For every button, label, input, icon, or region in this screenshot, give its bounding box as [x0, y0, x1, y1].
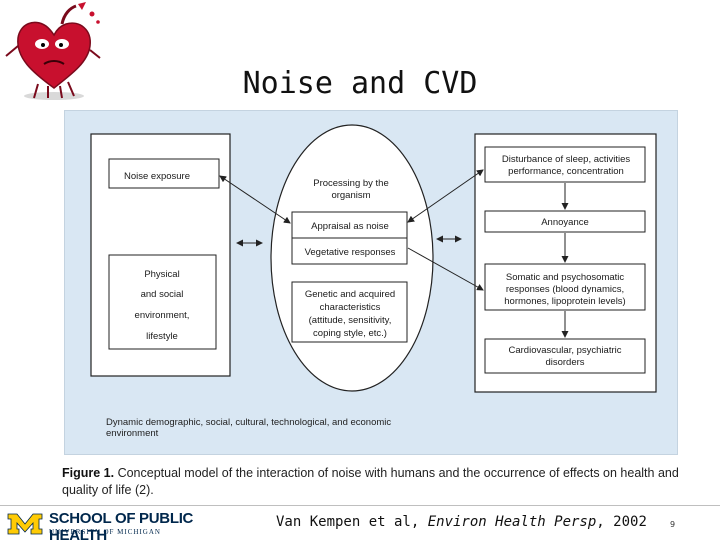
school-logo: SCHOOL OF PUBLIC HEALTH UNIVERSITY OF MI… — [7, 510, 247, 544]
footer-divider — [0, 505, 720, 506]
physical-line-3: environment, — [135, 310, 190, 321]
noise-exposure-label: Noise exposure — [124, 171, 190, 182]
figure-caption: Figure 1. Conceptual model of the intera… — [62, 465, 712, 499]
school-name: SCHOOL OF PUBLIC HEALTH — [49, 510, 194, 544]
processing-line-2: organism — [331, 190, 370, 201]
disturbance-line-2: performance, concentration — [508, 166, 624, 177]
arrow-appraisal-to-disturbance — [407, 169, 484, 223]
noise-exposure-box — [108, 158, 220, 189]
slide-number: 9 — [670, 520, 676, 529]
cardiovascular-box — [484, 338, 646, 374]
annoyance-box — [484, 210, 646, 233]
arrow-noise-to-appraisal — [219, 175, 291, 224]
block-m-icon — [7, 513, 43, 535]
vegetative-label: Vegetative responses — [305, 247, 396, 258]
appraisal-label: Appraisal as noise — [311, 221, 389, 232]
somatic-line-2: responses (blood dynamics, — [506, 284, 624, 295]
genetic-line-3: (attitude, sensitivity, — [309, 315, 392, 326]
school-subtitle: UNIVERSITY OF MICHIGAN — [49, 528, 161, 536]
physical-social-box — [108, 254, 217, 350]
genetic-line-4: coping style, etc.) — [313, 328, 387, 339]
somatic-line-3: hormones, lipoprotein levels) — [504, 296, 625, 307]
cardio-line-2: disorders — [545, 357, 584, 368]
physical-line-2: and social — [141, 289, 184, 300]
physical-line-1: Physical — [144, 269, 179, 280]
citation: Van Kempen et al, Environ Health Persp, … — [276, 514, 647, 530]
annoyance-label: Annoyance — [541, 217, 589, 228]
cardio-line-1: Cardiovascular, psychiatric — [509, 345, 622, 356]
somatic-box — [484, 263, 646, 311]
genetic-line-2: characteristics — [320, 302, 381, 313]
caption-label: Figure 1. — [62, 466, 115, 480]
processing-line-1: Processing by the — [313, 178, 389, 189]
disturbance-box — [484, 146, 646, 183]
citation-authors: Van Kempen et al, — [276, 514, 428, 530]
cartoon-heart-logo — [5, 2, 101, 100]
genetic-line-1: Genetic and acquired — [305, 289, 395, 300]
arrow-vegetative-to-somatic — [407, 247, 484, 291]
caption-text: Conceptual model of the interaction of n… — [62, 466, 679, 497]
slide-title: Noise and CVD — [242, 66, 478, 101]
disturbance-line-1: Disturbance of sleep, activities — [502, 154, 631, 165]
environment-note: Dynamic demographic, social, cultural, t… — [106, 417, 392, 439]
genetic-box — [291, 281, 408, 343]
physical-line-4: lifestyle — [146, 331, 178, 342]
appraisal-box — [291, 211, 408, 239]
vegetative-box — [291, 237, 408, 265]
citation-journal: Environ Health Persp — [427, 514, 597, 530]
somatic-line-1: Somatic and psychosomatic — [506, 272, 625, 283]
citation-year: , 2002 — [596, 514, 647, 530]
